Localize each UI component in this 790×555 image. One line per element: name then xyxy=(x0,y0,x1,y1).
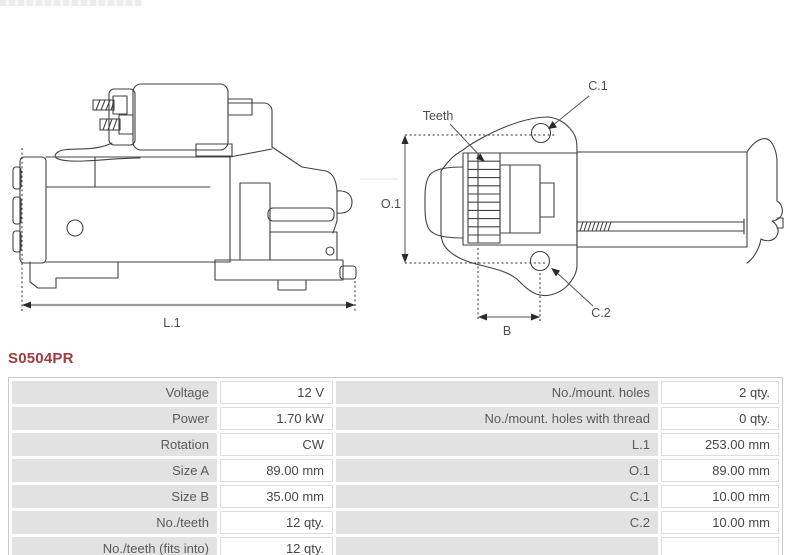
spec-right-value: 89.00 mm xyxy=(661,459,779,482)
watermark-remnant xyxy=(0,0,142,6)
housing-hole xyxy=(66,219,84,237)
b-dimension: B xyxy=(477,248,541,338)
spec-left-value: 89.00 mm xyxy=(220,459,333,482)
spec-right-label: C.2 xyxy=(336,511,658,534)
mounting-foot-left xyxy=(29,261,119,289)
spec-right-label: C.1 xyxy=(336,485,658,508)
part-number: S0504PR xyxy=(8,350,74,367)
b-dimension-label: B xyxy=(503,324,511,338)
o1-dimension: O.1 xyxy=(381,134,556,264)
c1-label: C.1 xyxy=(588,79,608,93)
solenoid-terminal-studs xyxy=(92,95,134,135)
c1-callout: C.1 xyxy=(548,79,608,129)
starter-side-view-drawing: L.1 xyxy=(12,83,357,330)
through-bolt xyxy=(576,218,745,235)
spec-left-value: 35.00 mm xyxy=(220,485,333,508)
teeth-label: Teeth xyxy=(423,109,454,123)
l1-dimension: L.1 xyxy=(21,148,356,330)
spec-right-value: 0 qty. xyxy=(661,407,779,430)
spec-right-label: L.1 xyxy=(336,433,658,456)
spec-left-label: No./teeth xyxy=(12,511,217,534)
spec-right-value: 253.00 mm xyxy=(661,433,779,456)
spec-left-label: Power xyxy=(12,407,217,430)
spec-right-label xyxy=(336,537,658,555)
spec-right-value: 10.00 mm xyxy=(661,485,779,508)
spec-right-label: O.1 xyxy=(336,459,658,482)
spec-left-label: Rotation xyxy=(12,433,217,456)
spec-row: No./teeth (fits into)12 qty. xyxy=(12,537,779,555)
spec-left-value: 1.70 kW xyxy=(220,407,333,430)
motor-housing xyxy=(12,156,231,289)
spec-right-label: No./mount. holes with thread xyxy=(336,407,658,430)
spec-left-label: Size A xyxy=(12,459,217,482)
c2-callout: C.2 xyxy=(551,268,611,320)
spec-right-value: 10.00 mm xyxy=(661,511,779,534)
c1-mount-hole xyxy=(530,122,552,144)
spec-left-label: Size B xyxy=(12,485,217,508)
pinion-gear xyxy=(467,152,501,244)
solenoid-cable xyxy=(54,142,141,162)
starter-front-view-drawing: O.1 B Teeth C.1 xyxy=(360,79,784,338)
clutch-drum xyxy=(499,164,555,234)
end-cap xyxy=(746,138,783,264)
spec-right-value: 2 qty. xyxy=(661,381,779,404)
spec-left-value: 12 qty. xyxy=(220,537,333,555)
motor-cylinder xyxy=(576,138,784,264)
solenoid xyxy=(54,83,273,162)
c2-label: C.2 xyxy=(591,306,611,320)
spec-left-value: 12 V xyxy=(220,381,333,404)
spec-right-label: No./mount. holes xyxy=(336,381,658,404)
spec-left-value: CW xyxy=(220,433,333,456)
drive-end-housing xyxy=(214,146,357,291)
technical-drawings: L.1 xyxy=(12,79,784,338)
plate-nose xyxy=(424,166,464,239)
teeth-callout: Teeth xyxy=(423,109,485,162)
spec-left-label: No./teeth (fits into) xyxy=(12,537,217,555)
spec-left-value: 12 qty. xyxy=(220,511,333,534)
mounting-plate xyxy=(424,116,578,297)
spec-right-value xyxy=(661,537,779,555)
c2-mount-hole xyxy=(529,250,551,272)
o1-dimension-label: O.1 xyxy=(381,197,401,211)
l1-dimension-label: L.1 xyxy=(163,316,180,330)
spec-left-label: Voltage xyxy=(12,381,217,404)
